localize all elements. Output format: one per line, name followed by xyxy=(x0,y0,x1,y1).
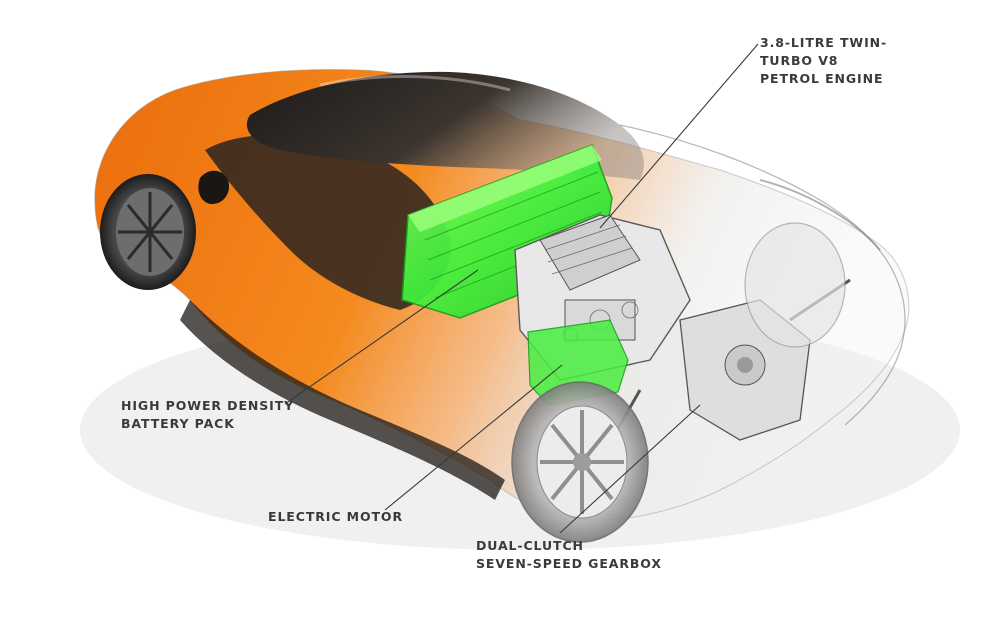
front-wheel xyxy=(100,174,196,290)
battery-callout-line-1: HIGH POWER DENSITY xyxy=(121,398,295,413)
engine-callout: 3.8-LITRE TWIN- TURBO V8 PETROL ENGINE xyxy=(760,34,887,88)
electric-motor xyxy=(527,319,629,406)
engine-callout-line-1: 3.8-LITRE TWIN- xyxy=(760,35,888,50)
cabin-glass xyxy=(246,71,644,180)
far-rear-wheel xyxy=(744,222,846,348)
leader-line-battery xyxy=(284,269,479,405)
side-skirt xyxy=(180,300,505,500)
gearbox-callout-line-1: DUAL-CLUTCH xyxy=(476,538,584,553)
side-intake xyxy=(205,135,451,310)
leader-line-engine xyxy=(599,43,759,229)
gearbox-callout: DUAL-CLUTCH SEVEN-SPEED GEARBOX xyxy=(476,537,662,573)
side-mirror xyxy=(198,170,230,204)
battery-callout-line-2: BATTERY PACK xyxy=(121,416,235,431)
motor-callout: ELECTRIC MOTOR xyxy=(268,508,403,526)
gearbox-callout-line-2: SEVEN-SPEED GEARBOX xyxy=(476,556,662,571)
engine-callout-line-2: TURBO V8 xyxy=(760,53,839,68)
leader-line-gearbox xyxy=(559,404,701,534)
rear-spoiler xyxy=(759,179,881,251)
leader-line-motor xyxy=(384,364,563,511)
rear-wheel xyxy=(511,381,649,543)
battery-pack-top xyxy=(408,145,602,232)
roof-highlight xyxy=(319,74,511,92)
motor-callout-line-1: ELECTRIC MOTOR xyxy=(268,509,403,524)
battery-callout: HIGH POWER DENSITY BATTERY PACK xyxy=(121,397,294,433)
engine-callout-line-3: PETROL ENGINE xyxy=(760,71,884,86)
